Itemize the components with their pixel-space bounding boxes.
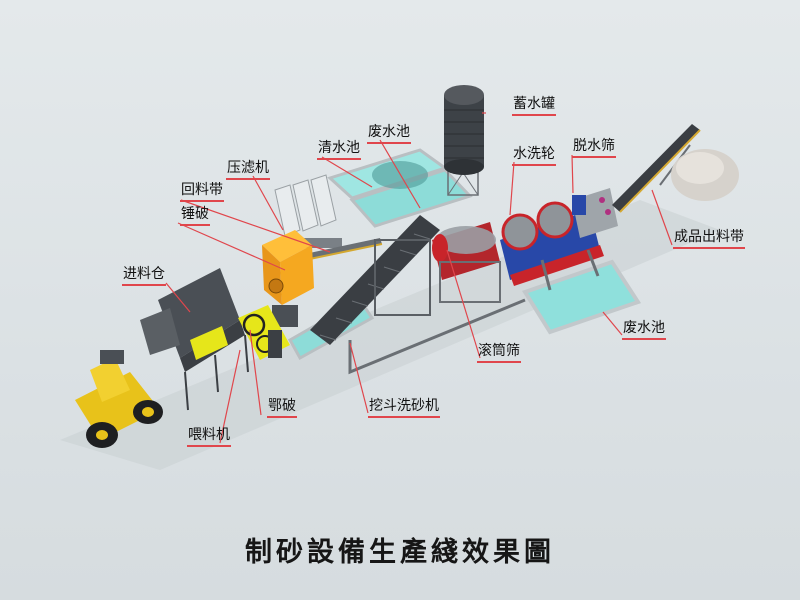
label-dewatering-screen: 脱水筛 — [572, 138, 616, 158]
sand-pile — [671, 149, 739, 201]
label-clean-water-pool: 清水池 — [317, 140, 361, 160]
water-pipes — [348, 249, 600, 375]
label-feed-hopper: 进料仓 — [122, 266, 166, 286]
drum-screen — [432, 222, 501, 303]
leader-lines — [165, 112, 673, 444]
label-washing-wheel: 水洗轮 — [512, 146, 556, 166]
filter-press — [274, 174, 342, 248]
wheel-loader — [75, 308, 180, 448]
label-product-belt: 成品出料带 — [673, 229, 745, 249]
diagram-title: 制砂設備生產綫效果圖 — [245, 537, 555, 568]
jaw-crusher — [238, 305, 290, 360]
label-storage-tank: 蓄水罐 — [512, 96, 556, 116]
label-feeder: 喂料机 — [187, 427, 231, 447]
waste-water-pool-right — [521, 259, 642, 335]
label-waste-water-pool-top: 废水池 — [367, 124, 411, 144]
return-belt — [299, 238, 383, 262]
label-hammer-crusher: 锤破 — [180, 206, 210, 226]
dewatering-screen — [572, 188, 618, 238]
water-storage-tank — [444, 85, 484, 196]
label-waste-water-pool-right: 废水池 — [622, 320, 666, 340]
label-bucket-sand-washer: 挖斗洗砂机 — [368, 398, 440, 418]
label-return-belt: 回料带 — [180, 182, 224, 202]
label-drum-screen: 滚筒筛 — [477, 343, 521, 363]
bucket-sand-washer — [310, 215, 440, 345]
washing-wheels — [500, 201, 604, 286]
feed-hopper — [158, 268, 249, 411]
label-filter-press: 压滤机 — [226, 160, 270, 180]
hammer-crusher — [262, 230, 314, 327]
label-jaw-crusher: 鄂破 — [267, 398, 297, 418]
